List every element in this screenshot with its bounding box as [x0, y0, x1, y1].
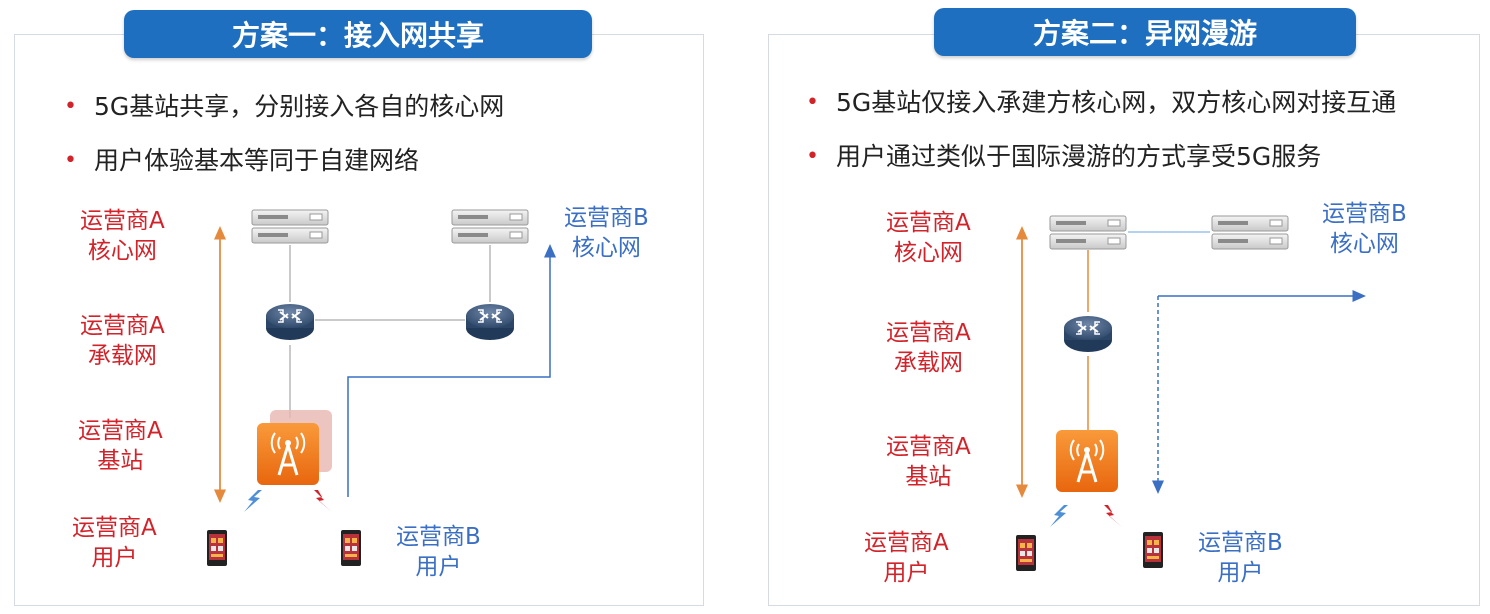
- phone-icon: [341, 530, 361, 566]
- scheme2-bullets: •5G基站仅接入承建方核心网，双方核心网对接互通 •用户通过类似于国际漫游的方式…: [806, 84, 1396, 192]
- router-icon: [465, 303, 515, 341]
- scheme2-title: 方案二：异网漫游: [934, 8, 1356, 56]
- server-icon: [251, 209, 329, 244]
- bullet-item: •5G基站仅接入承建方核心网，双方核心网对接互通: [806, 88, 1397, 117]
- lightning-icon: [1104, 505, 1122, 527]
- server-icon: [1211, 215, 1289, 250]
- scheme1-arrow-operator-b: [347, 244, 556, 497]
- scheme2-diagram: [1016, 215, 1366, 571]
- server-icon: [1049, 215, 1127, 250]
- bullet-item: •5G基站共享，分别接入各自的核心网: [64, 92, 505, 121]
- phone-icon: [1143, 532, 1163, 568]
- scheme1-bullets: •5G基站共享，分别接入各自的核心网 •用户体验基本等同于自建网络: [64, 88, 504, 196]
- bullet-item: •用户体验基本等同于自建网络: [64, 146, 420, 175]
- scheme1-diagram: [207, 209, 556, 566]
- lightning-icon: [1050, 505, 1068, 527]
- scheme2-panel: [768, 34, 1480, 606]
- phone-icon: [207, 530, 227, 566]
- scheme1-title: 方案一：接入网共享: [124, 10, 592, 58]
- lightning-icon: [244, 490, 262, 512]
- lightning-icon: [314, 490, 332, 512]
- base-station-icon: [1054, 428, 1120, 494]
- bullet-item: •用户通过类似于国际漫游的方式享受5G服务: [806, 142, 1322, 171]
- router-icon: [1063, 315, 1113, 353]
- base-station-icon: [255, 421, 321, 487]
- phone-icon: [1016, 535, 1036, 571]
- router-icon: [265, 303, 315, 341]
- server-icon: [451, 209, 529, 244]
